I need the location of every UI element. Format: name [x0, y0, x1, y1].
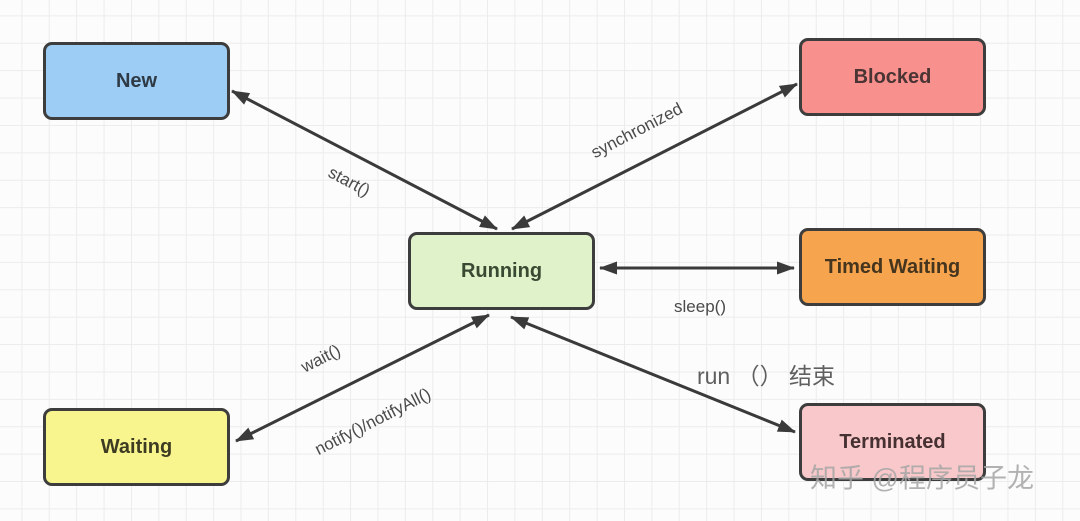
connector-running-blocked: [511, 82, 798, 231]
state-label-new: New: [115, 69, 158, 92]
state-label-timed-waiting: Timed Waiting: [824, 255, 961, 278]
state-node-terminated: Terminated: [799, 403, 986, 481]
edge-label-run-end: run （） 结束: [696, 363, 836, 389]
state-node-timed-waiting: Timed Waiting: [799, 228, 986, 306]
state-node-waiting: Waiting: [43, 408, 230, 486]
connector-new-running: [231, 89, 498, 231]
state-node-running: Running: [408, 232, 595, 310]
state-node-blocked: Blocked: [799, 38, 986, 116]
connector-running-terminated: [510, 315, 796, 434]
state-label-blocked: Blocked: [853, 65, 932, 88]
edge-label-sleep: sleep(): [674, 297, 726, 316]
state-label-running: Running: [460, 259, 543, 282]
state-label-waiting: Waiting: [100, 435, 173, 458]
zhihu-watermark: 知乎 @程序员子龙: [810, 463, 1034, 494]
state-label-terminated: Terminated: [839, 430, 946, 453]
connector-running-waiting: [235, 313, 490, 443]
state-node-new: New: [43, 42, 230, 120]
